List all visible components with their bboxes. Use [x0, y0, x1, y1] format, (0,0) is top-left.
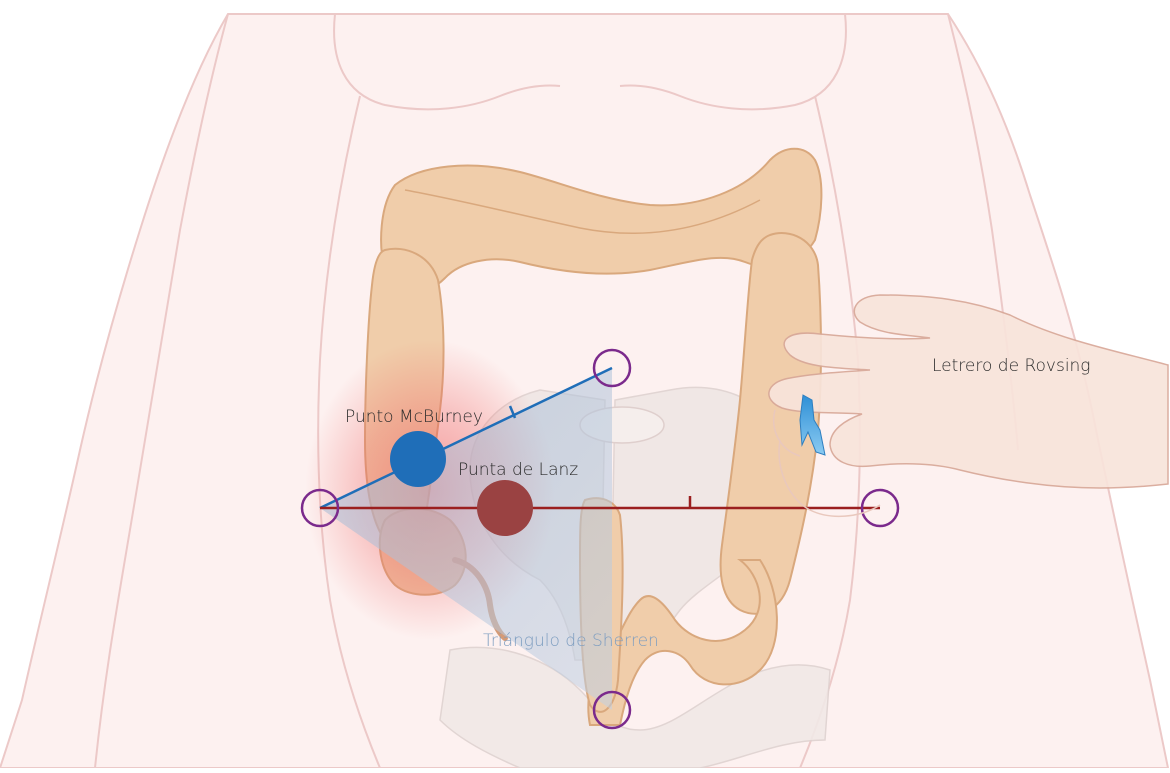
sherren-label: Triángulo de Sherren: [483, 631, 659, 651]
mcburney-label: Punto McBurney: [345, 407, 483, 427]
chest-outline-left: [333, 13, 561, 111]
mcburney-line-tick: [508, 405, 517, 419]
pubic-symphysis-landmark: [592, 690, 632, 730]
rovsing-label: Letrero de Rovsing: [932, 356, 1091, 376]
lanz-point: [477, 480, 533, 536]
left-asis-landmark: [860, 488, 900, 528]
mcburney-point: [390, 431, 446, 487]
sherren-triangle: [320, 368, 612, 710]
mcburney-line: [319, 366, 613, 510]
taenia-line: [404, 189, 761, 235]
hand-palm: [768, 294, 1169, 489]
pressure-indicator: [799, 394, 826, 456]
hand-finger-shadow-2: [773, 409, 801, 457]
hand-finger-shadow: [778, 439, 881, 518]
right-asis-landmark: [300, 488, 340, 528]
lanz-label: Punta de Lanz: [458, 460, 579, 480]
chest-outline-right: [619, 13, 847, 111]
left-arm-line: [94, 13, 229, 769]
descending-colon: [719, 232, 822, 615]
umbilicus-landmark: [592, 348, 632, 388]
rovsing-hand: [768, 294, 1169, 518]
